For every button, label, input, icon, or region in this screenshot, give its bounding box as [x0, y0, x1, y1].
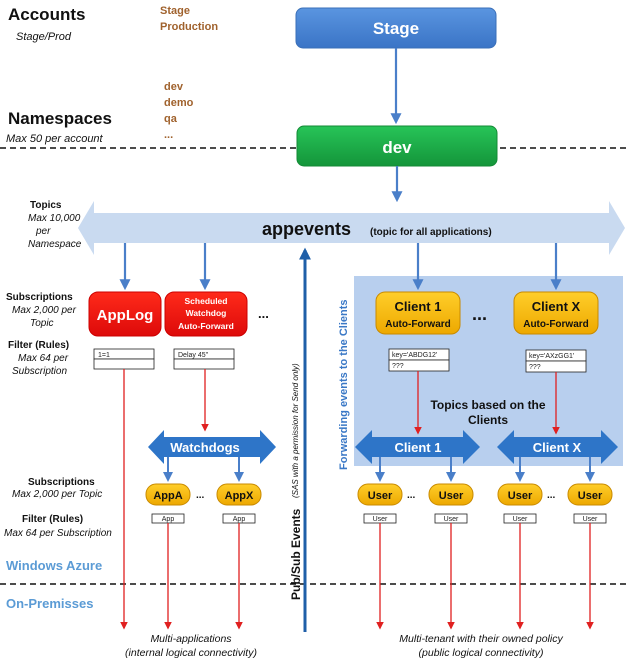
account-type-stage: Stage: [160, 5, 190, 17]
windows-azure-label: Windows Azure: [6, 558, 102, 573]
user-rule-1: User: [373, 516, 388, 523]
accounts-subtitle: Stage/Prod: [16, 31, 72, 43]
appx-label: AppX: [225, 490, 254, 502]
user-label-4: User: [578, 490, 603, 502]
clientx-topic-label: Client X: [533, 440, 582, 455]
watchdog-apps-ellipsis: ...: [196, 490, 205, 501]
client1-label-1: Client 1: [395, 299, 442, 314]
filter-sub-1b: Subscription: [12, 366, 67, 377]
left-subscriptions-ellipsis: ...: [258, 306, 269, 321]
appa-rule: App: [162, 516, 175, 523]
appx-rule: App: [233, 516, 246, 523]
subscriptions-title-2: Subscriptions: [28, 477, 95, 488]
topics-title: Topics: [30, 200, 62, 211]
client1-rule-more: ???: [392, 363, 404, 370]
user-ellipsis-1: ...: [407, 490, 416, 501]
clientx-subscription: [513, 291, 599, 335]
subscriptions-title-1: Subscriptions: [6, 292, 73, 303]
user-label-2: User: [439, 490, 464, 502]
watchdog-subscription: [164, 291, 248, 337]
user-label-1: User: [368, 490, 393, 502]
namespace-example-qa: qa: [164, 113, 178, 125]
watchdog-label-2: Watchdog: [186, 308, 227, 318]
appa-label: AppA: [153, 490, 182, 502]
clientx-rule-more: ???: [529, 364, 541, 371]
applog-rule-box-empty: [93, 358, 155, 370]
user-ellipsis-2: ...: [547, 490, 556, 501]
applog-rule: 1=1: [98, 352, 110, 359]
watchdogs-label: Watchdogs: [170, 440, 240, 455]
user-subscription-2: [428, 483, 474, 506]
client1-subscription: [375, 291, 461, 335]
footer-left-1: Multi-applications: [150, 633, 232, 645]
account-type-production: Production: [160, 21, 218, 33]
user-subscription-3: [497, 483, 543, 506]
namespace-example-dev: dev: [164, 81, 184, 93]
appx-subscription: [216, 483, 262, 506]
topics-sub-3: Namespace: [28, 239, 82, 250]
client1-topic: [355, 430, 480, 464]
user-label-3: User: [508, 490, 533, 502]
user-rule-4: User: [583, 516, 598, 523]
footer-right-2: (public logical connectivity): [419, 647, 544, 659]
filter-title-1: Filter (Rules): [8, 340, 69, 351]
watchdog-label-3: Auto-Forward: [178, 321, 234, 331]
user-subscription-1: [357, 483, 403, 506]
namespace-example-more: ...: [164, 129, 173, 141]
appa-subscription: [145, 483, 191, 506]
namespaces-title: Namespaces: [8, 109, 112, 128]
applog-label: AppLog: [97, 307, 154, 324]
clientx-label-1: Client X: [532, 299, 581, 314]
clientx-rule-key: key='AXzGG1': [529, 353, 574, 360]
user-rule-3: User: [513, 516, 528, 523]
watchdogs-topic: [148, 430, 276, 464]
namespace-example-demo: demo: [164, 97, 194, 109]
pubsub-note: (SAS with a permission for Send only): [291, 363, 300, 498]
subscriptions-sub-2: Max 2,000 per Topic: [12, 489, 102, 500]
filter-sub-1a: Max 64 per: [18, 353, 69, 364]
namespaces-subtitle: Max 50 per account: [6, 133, 104, 145]
subscriptions-sub-1b: Topic: [30, 318, 54, 329]
stage-box-label: Stage: [373, 19, 419, 38]
client1-label-2: Auto-Forward: [385, 319, 451, 330]
topic-note: (topic for all applications): [370, 227, 492, 238]
clientx-topic: [497, 430, 618, 464]
topics-sub-1: Max 10,000: [28, 213, 81, 224]
clients-ellipsis: ...: [472, 304, 487, 324]
appevents-topic-bar: [78, 201, 625, 255]
client1-rule-key: key='ABDG12': [392, 352, 437, 359]
user-rule-2: User: [444, 516, 459, 523]
user-subscription-4: [567, 483, 613, 506]
subscriptions-sub-1a: Max 2,000 per: [12, 305, 77, 316]
accounts-title: Accounts: [8, 5, 85, 24]
pubsub-title: Pub/Sub Events: [289, 508, 303, 600]
client1-topic-label: Client 1: [395, 440, 442, 455]
topics-sub-2: per: [35, 226, 51, 237]
watchdog-rule-box-empty: [173, 358, 235, 370]
watchdog-label-1: Scheduled: [185, 296, 228, 306]
forwarding-label: Forwarding events to the Clients: [338, 299, 350, 470]
clientx-label-2: Auto-Forward: [523, 319, 589, 330]
topics-note-2: Clients: [468, 413, 508, 427]
filter-title-2: Filter (Rules): [22, 514, 83, 525]
watchdog-rule: Delay 45": [178, 352, 209, 359]
on-premisses-label: On-Premisses: [6, 596, 93, 611]
dev-box-label: dev: [382, 138, 412, 157]
client1-rule-box-2: [388, 359, 450, 372]
topics-note-1: Topics based on the: [430, 398, 545, 412]
topic-name: appevents: [262, 219, 351, 239]
filter-sub-2: Max 64 per Subscription: [4, 528, 112, 539]
footer-left-2: (internal logical connectivity): [125, 647, 257, 659]
applog-subscription: [88, 291, 162, 337]
footer-right-1: Multi-tenant with their owned policy: [399, 633, 563, 645]
